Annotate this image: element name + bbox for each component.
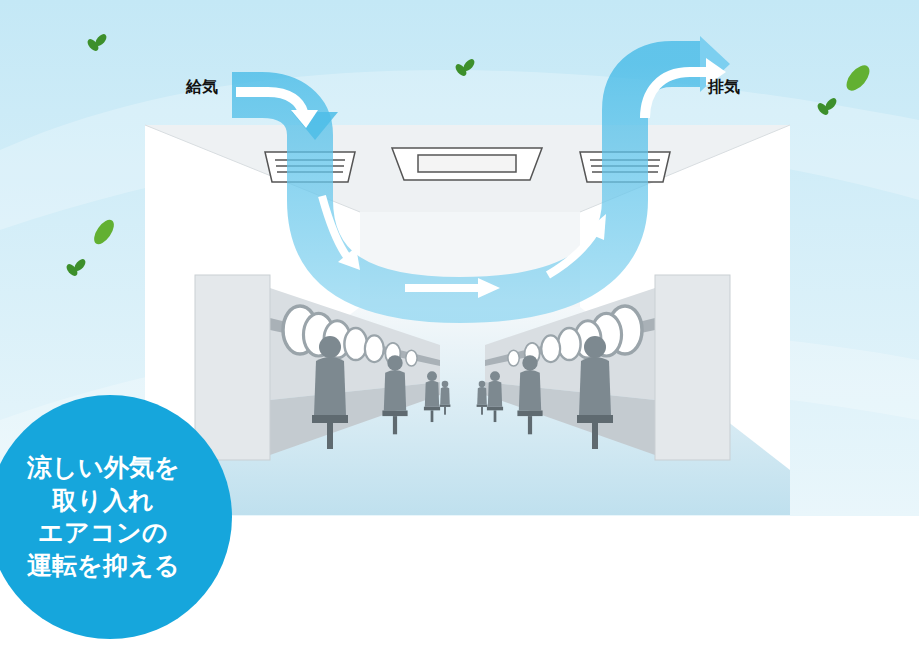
flow-label: 排気: [708, 77, 740, 98]
callout-text: 涼しい外気を 取り入れ エアコンの 運転を抑える: [13, 452, 193, 582]
leaves: [64, 32, 873, 278]
airflow-arrow: [232, 36, 730, 300]
callout-circle: 涼しい外気を 取り入れ エアコンの 運転を抑える: [0, 395, 232, 639]
flow-label: 給気: [186, 77, 218, 98]
players: [312, 336, 613, 449]
